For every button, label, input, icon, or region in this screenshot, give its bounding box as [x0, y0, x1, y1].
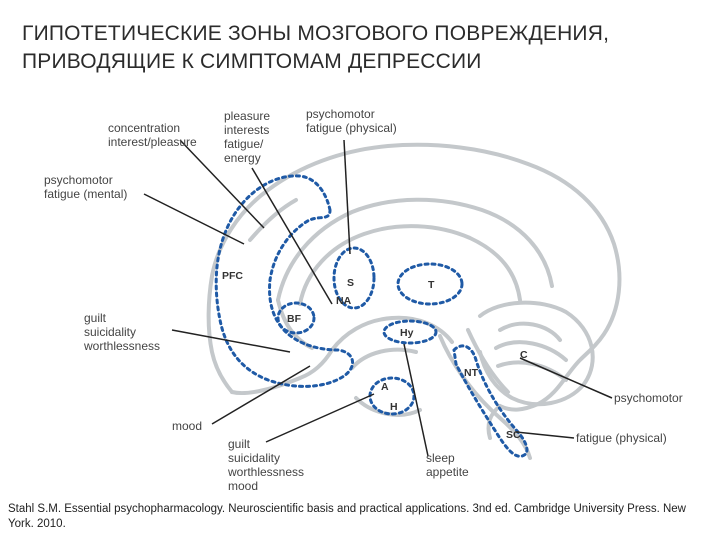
guilt-left-label-2: suicidality: [84, 325, 136, 339]
c-label: C: [520, 349, 528, 361]
guilt-bottom-label-1: guilt: [228, 437, 251, 451]
na-label: NA: [336, 295, 352, 307]
hy-region: [382, 319, 438, 345]
guilt-left-label-3: worthlessness: [83, 339, 160, 353]
t-region: [396, 262, 464, 306]
title-line-1: ГИПОТЕТИЧЕСКИЕ ЗОНЫ МОЗГОВОГО ПОВРЕЖДЕНИ…: [22, 22, 610, 45]
mood-left-label: mood: [172, 419, 202, 433]
pleasure-label-3: fatigue/: [224, 137, 264, 151]
concentration-label-1: concentration: [108, 121, 180, 135]
pleasure-label-1: pleasure: [224, 109, 270, 123]
sc-label: SC: [506, 429, 521, 441]
page-title: ГИПОТЕТИЧЕСКИЕ ЗОНЫ МОЗГОВОГО ПОВРЕЖДЕНИ…: [22, 20, 702, 76]
a-label: A: [381, 381, 389, 393]
dotted-regions: [214, 174, 529, 458]
region-labels: PFC S NA T BF Hy C A H NT SC: [222, 270, 528, 441]
nt-sc-region: [452, 344, 529, 458]
pfc-region: [214, 174, 354, 388]
t-label: T: [428, 279, 435, 291]
psychomotor-mental-label-1: psychomotor: [44, 173, 113, 187]
s-na-region: [332, 246, 376, 310]
guilt-left-label-1: guilt: [84, 311, 107, 325]
psychomotor-mental-label-2: fatigue (mental): [44, 187, 127, 201]
citation: Stahl S.M. Essential psychopharmacology.…: [8, 503, 686, 530]
nt-label: NT: [464, 367, 479, 379]
psychomotor-top-label-2: fatigue (physical): [306, 121, 397, 135]
guilt-bottom-label-4: mood: [228, 479, 258, 493]
leader-lines: [143, 139, 613, 457]
title-line-2: ПРИВОДЯЩИЕ К СИМПТОМАМ ДЕПРЕССИИ: [22, 50, 482, 73]
hy-label: Hy: [400, 327, 414, 339]
brain-outline: [206, 142, 622, 460]
h-label: H: [390, 401, 398, 413]
guilt-bottom-label-3: worthlessness: [227, 465, 304, 479]
sleep-label-2: appetite: [426, 465, 469, 479]
psychomotor-top-label-1: psychomotor: [306, 107, 375, 121]
bf-label: BF: [287, 313, 302, 325]
fatigue-right-label: fatigue (physical): [576, 431, 667, 445]
bf-region: [276, 301, 316, 335]
pleasure-label-4: energy: [224, 151, 261, 165]
pfc-label: PFC: [222, 270, 243, 282]
concentration-label-2: interest/pleasure: [108, 135, 197, 149]
guilt-bottom-label-2: suicidality: [228, 451, 280, 465]
s-label: S: [347, 277, 354, 289]
psychomotor-right-label: psychomotor: [614, 391, 683, 405]
symptom-labels: concentration interest/pleasure pleasure…: [44, 107, 683, 493]
sleep-label-1: sleep: [426, 451, 455, 465]
pleasure-label-2: interests: [224, 123, 269, 137]
